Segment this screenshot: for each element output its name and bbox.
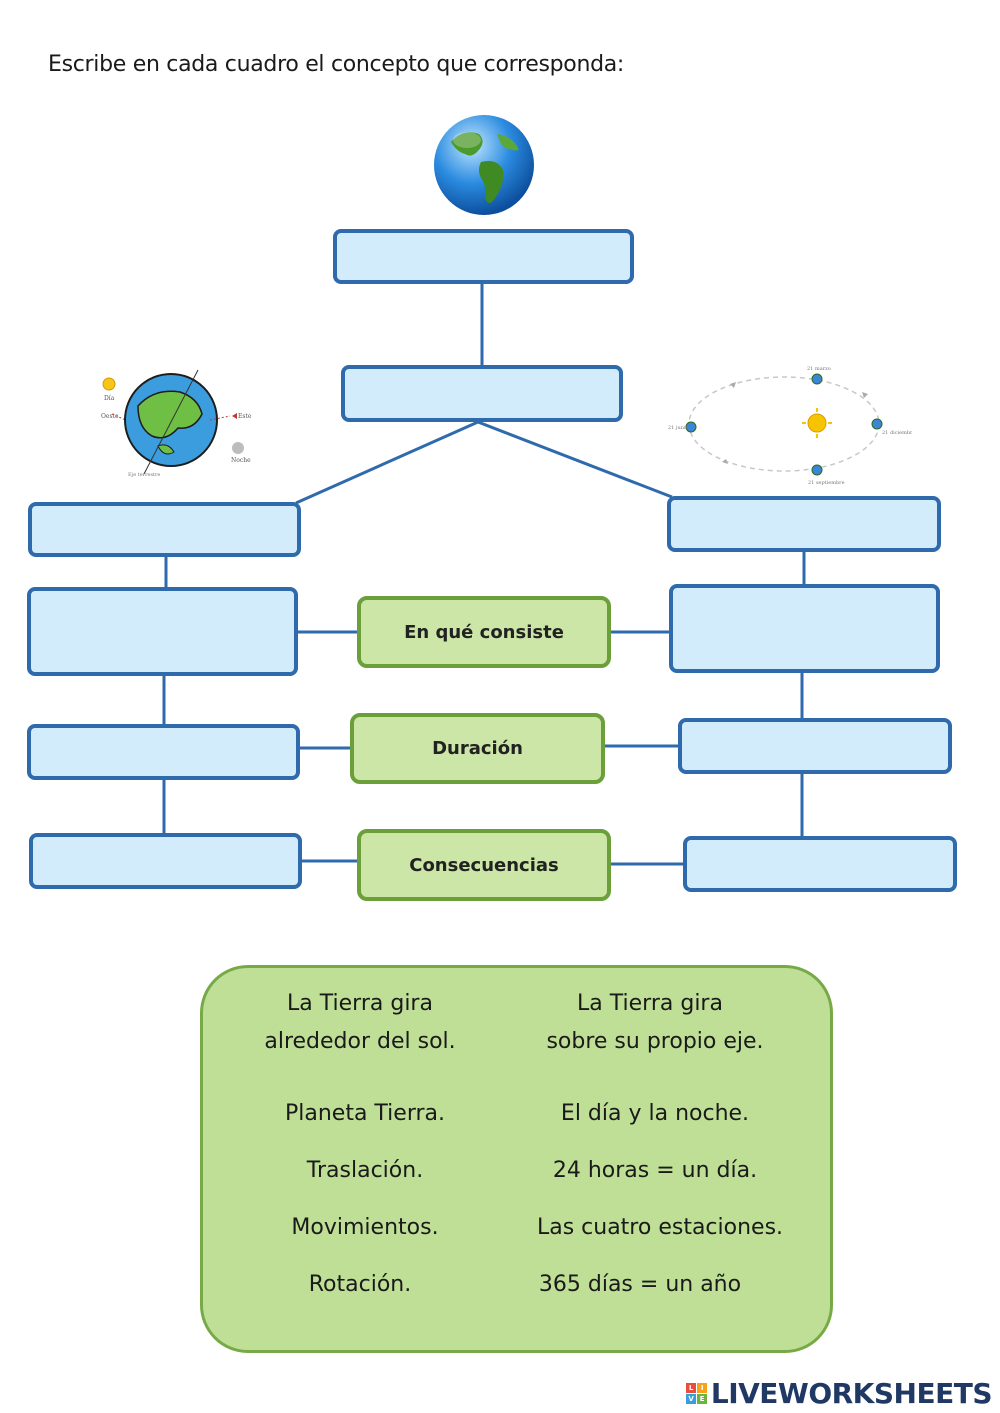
liveworksheets-brand-text: LIVEWORKSHEETS xyxy=(710,1377,993,1410)
word-bank-item[interactable]: 365 días = un año xyxy=(538,1272,742,1297)
label-consecuencias: Consecuencias xyxy=(357,829,611,901)
answer-box-right-consecuencias[interactable] xyxy=(683,836,957,892)
svg-text:Eje terrestre: Eje terrestre xyxy=(128,472,160,478)
instruction-text: Escribe en cada cuadro el concepto que c… xyxy=(48,52,625,77)
svg-text:Noche: Noche xyxy=(231,457,251,464)
word-bank: La Tierra gira alrededor del sol. Planet… xyxy=(200,965,833,1353)
word-bank-item[interactable]: Rotación. xyxy=(308,1272,412,1297)
earth-globe-icon xyxy=(434,115,534,215)
answer-box-right-consiste[interactable] xyxy=(669,584,940,673)
word-bank-item[interactable]: La Tierra gira xyxy=(577,991,723,1016)
label-consecuencias-text: Consecuencias xyxy=(409,854,559,876)
svg-text:Este: Este xyxy=(238,413,252,420)
word-bank-item[interactable]: Movimientos. xyxy=(291,1215,439,1240)
answer-box-right-title[interactable] xyxy=(667,496,941,552)
word-bank-item[interactable]: La Tierra gira xyxy=(287,991,433,1016)
liveworksheets-mark-icon: L I V E xyxy=(685,1383,707,1404)
answer-box-left-title[interactable] xyxy=(28,502,301,557)
word-bank-item[interactable]: Las cuatro estaciones. xyxy=(536,1215,784,1240)
liveworksheets-logo: L I V E LIVEWORKSHEETS xyxy=(685,1377,993,1410)
word-bank-item[interactable]: El día y la noche. xyxy=(560,1101,750,1126)
svg-text:21 septiembre: 21 septiembre xyxy=(808,480,845,486)
svg-text:Oeste: Oeste xyxy=(101,413,119,420)
label-duracion-text: Duración xyxy=(432,738,523,759)
label-en-que-consiste: En qué consiste xyxy=(357,596,611,668)
svg-text:21 diciembre: 21 diciembre xyxy=(882,430,912,436)
answer-box-right-duracion[interactable] xyxy=(678,718,952,774)
svg-text:21 marzo: 21 marzo xyxy=(807,366,831,372)
translation-orbit-icon: 21 marzo 21 junio 21 diciembre 21 septie… xyxy=(668,366,912,486)
answer-box-top[interactable] xyxy=(333,229,634,284)
answer-box-left-duracion[interactable] xyxy=(27,724,300,780)
label-duracion: Duración xyxy=(350,713,605,784)
svg-text:Día: Día xyxy=(104,395,115,402)
rotation-illustration-icon: Día Oeste Este Noche Eje terrestre xyxy=(101,369,252,478)
word-bank-item[interactable]: sobre su propio eje. xyxy=(546,1029,764,1054)
word-bank-item[interactable]: 24 horas = un día. xyxy=(552,1158,758,1183)
answer-box-movimientos[interactable] xyxy=(341,365,623,422)
answer-box-left-consecuencias[interactable] xyxy=(29,833,302,889)
word-bank-item[interactable]: alrededor del sol. xyxy=(264,1029,456,1054)
label-en-que-consiste-text: En qué consiste xyxy=(404,621,564,643)
word-bank-item[interactable]: Planeta Tierra. xyxy=(284,1101,446,1126)
word-bank-item[interactable]: Traslación. xyxy=(306,1158,424,1183)
svg-text:21 junio: 21 junio xyxy=(668,425,689,431)
answer-box-left-consiste[interactable] xyxy=(27,587,298,676)
